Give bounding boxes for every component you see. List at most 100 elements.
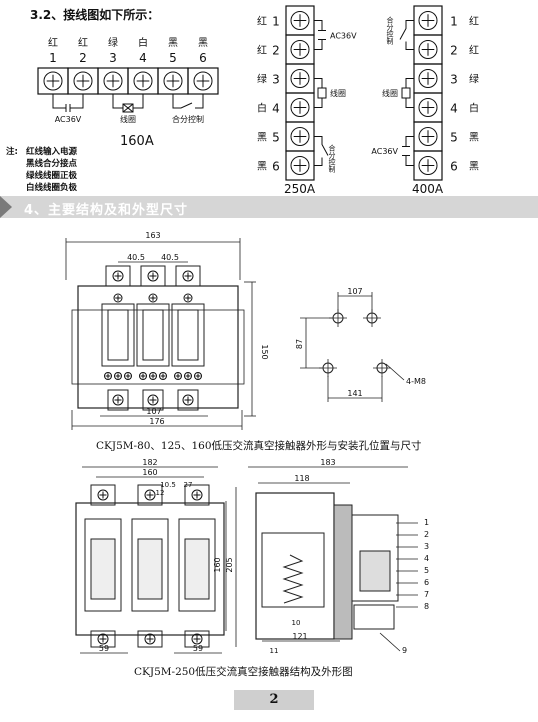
- terminal-screw-icon: [97, 633, 109, 645]
- wire-color-label: 绿: [257, 73, 267, 86]
- terminal-screw-icon: [191, 489, 203, 501]
- ac36v-label: AC36V: [330, 32, 357, 41]
- bar-triangle-icon: [0, 196, 12, 218]
- wire-color-label: 黑: [198, 37, 208, 49]
- lower-terminal: [353, 604, 395, 630]
- wire-color-label: 红: [469, 15, 479, 28]
- top-terminal: [184, 484, 210, 506]
- terminal-screw-icon: [149, 372, 157, 380]
- terminal-number: 3: [450, 73, 458, 87]
- terminal-screw-icon: [418, 156, 438, 175]
- terminal-number: 6: [199, 51, 207, 65]
- leader-line: [385, 363, 405, 381]
- terminal-number: 3: [109, 51, 117, 65]
- dimension-10-5: 10.5: [160, 481, 176, 489]
- coil-label: 线圈: [330, 88, 346, 98]
- contactor-body: [75, 502, 225, 636]
- terminal-screw-icon: [191, 633, 203, 645]
- terminal-screw-icon: [147, 394, 159, 406]
- terminal-screw-icon: [163, 71, 183, 91]
- contactor-frame: [71, 309, 245, 385]
- wire-color-label: 红: [469, 44, 479, 57]
- terminal-number: 4: [272, 102, 280, 116]
- vacuum-interrupter: [142, 309, 164, 361]
- terminal-number: 2: [450, 44, 458, 58]
- wire-color-label: 白: [257, 102, 267, 115]
- terminal-screw-icon: [73, 71, 93, 91]
- dimension-h205: 205: [225, 557, 234, 572]
- top-terminal: [137, 484, 163, 506]
- part-number: 3: [424, 542, 429, 551]
- part-number: 1: [424, 518, 429, 527]
- dimension-121: 121: [292, 632, 307, 641]
- terminal-number: 5: [450, 131, 458, 145]
- terminal-screw-icon: [290, 11, 310, 30]
- notes-lines: 红线输入电源 黑线合分接点 绿线线圈正极 白线线圈负极: [26, 146, 77, 194]
- leader-line: [379, 632, 401, 652]
- terminal-screw-icon: [290, 69, 310, 88]
- terminal-screw-icon: [104, 372, 112, 380]
- terminal-number: 1: [450, 15, 458, 29]
- notes: 注:: [6, 146, 18, 158]
- terminal-screw-icon: [182, 270, 194, 282]
- terminal-screw-icon: [290, 40, 310, 59]
- dimension-10: 10: [292, 619, 301, 627]
- part-number: 9: [402, 646, 407, 655]
- wire-color-label: 黑: [469, 132, 479, 144]
- terminal-screw-icon: [113, 293, 123, 303]
- coil-symbol-icon: [401, 87, 411, 99]
- part-number: 2: [424, 530, 429, 539]
- bottom-terminal: [107, 389, 129, 411]
- dimension-163: 163: [145, 231, 160, 240]
- coil-label: 线圈: [120, 114, 136, 124]
- terminal-screw-icon: [139, 372, 147, 380]
- terminal-screw-icon: [147, 270, 159, 282]
- wire-color-label: 红: [257, 44, 267, 57]
- terminal-screw-icon: [148, 293, 158, 303]
- terminal-number: 4: [139, 51, 147, 65]
- terminal-screw-icon: [112, 270, 124, 282]
- terminal-number: 4: [450, 102, 458, 116]
- bottom-terminal: [142, 389, 164, 411]
- terminal-screw-icon: [43, 71, 63, 91]
- terminal-screw-icon: [418, 40, 438, 59]
- terminal-number: 2: [79, 51, 87, 65]
- wire-color-label: 红: [48, 36, 58, 49]
- phase-pole: [84, 518, 122, 612]
- mount-dim-bottom: 141: [347, 389, 362, 398]
- dimension-59: 59: [99, 644, 109, 653]
- terminal-screw-icon: [174, 372, 182, 380]
- coil-label: 线圈: [382, 88, 398, 98]
- terminal-screw-icon: [290, 127, 310, 146]
- bottom-terminal: [137, 630, 163, 648]
- terminal-screw-icon: [112, 394, 124, 406]
- phase-pole: [178, 518, 216, 612]
- terminal-screw-icon: [124, 372, 132, 380]
- insulation-plate: [333, 504, 353, 640]
- dimension-160: 160: [142, 468, 157, 477]
- terminal-number: 1: [272, 15, 280, 29]
- vacuum-interrupter: [107, 309, 129, 361]
- dimension-40-5: 40.5: [161, 253, 179, 262]
- terminal-screw-icon: [418, 69, 438, 88]
- part-number: 4: [424, 554, 429, 563]
- coil-symbol-icon: [122, 103, 134, 113]
- figure-1-caption: CKJ5M-80、125、160低压交流真空接触器外形与安装孔位置与尺寸: [96, 440, 422, 452]
- terminal-screw-icon: [184, 372, 192, 380]
- mount-dim-left: 87: [295, 339, 304, 349]
- wire-color-label: 黑: [168, 37, 178, 49]
- side-frame: [255, 492, 335, 640]
- note-line: 红线输入电源: [26, 147, 78, 157]
- top-terminal: [105, 265, 131, 287]
- ac36v-label: AC36V: [55, 115, 82, 124]
- terminal-screw-icon: [290, 98, 310, 117]
- dimension-11: 11: [270, 647, 279, 655]
- part-number: 8: [424, 602, 429, 611]
- terminal-screw-icon: [193, 71, 213, 91]
- page-number: 2: [234, 690, 314, 710]
